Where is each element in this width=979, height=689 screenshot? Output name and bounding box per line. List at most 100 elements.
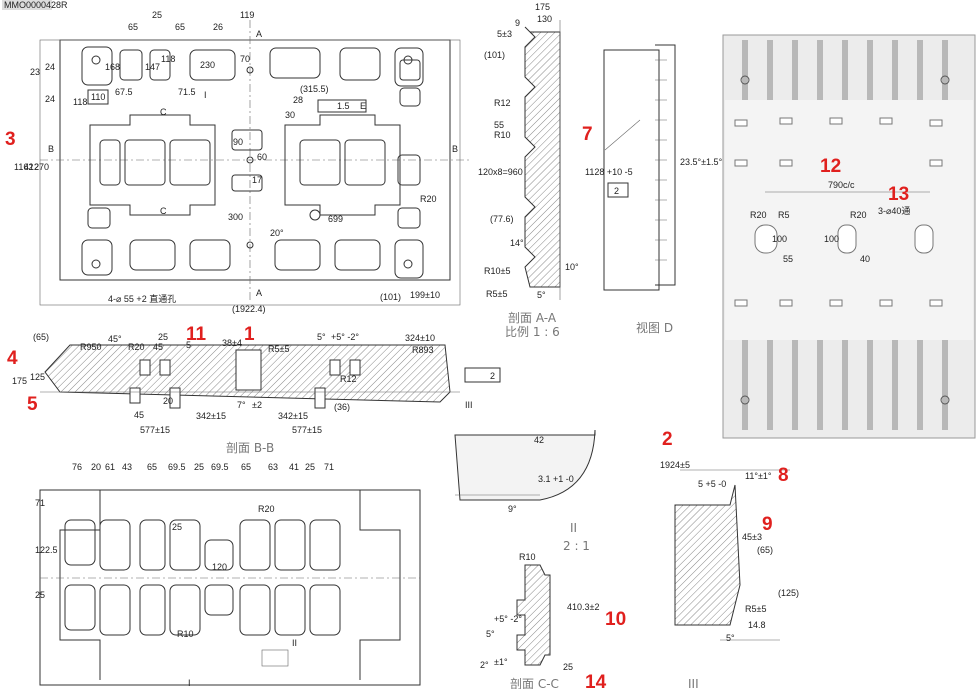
dim-label: 26: [213, 22, 223, 32]
dim-label: 300: [228, 212, 243, 222]
dim-label: 63: [268, 462, 278, 472]
dim-label: 5°: [317, 332, 326, 342]
dim-label: R5±5: [745, 604, 766, 614]
dim-label: R10: [494, 130, 511, 140]
dim-label: 2: [614, 186, 619, 196]
dim-label: R12: [494, 98, 511, 108]
dim-label: I: [204, 90, 207, 100]
dim-label: 2: [490, 371, 495, 381]
dim-label: 25: [563, 662, 573, 672]
dim-label: 3.1 +1 -0: [538, 474, 574, 484]
right-photo-panel: 790c/c R20 R5 100 R20 100 55 40 3-⌀40通: [722, 34, 976, 439]
marker-8: 8: [778, 465, 789, 486]
dim-label: 70: [240, 54, 250, 64]
dim-label: 100: [824, 234, 839, 244]
dim-label: 168: [105, 62, 120, 72]
dim-label: R5±5: [486, 289, 507, 299]
file-code: MMO0000428R: [4, 0, 68, 10]
dim-label: 69.5: [211, 462, 229, 472]
dim-label: C: [160, 107, 167, 117]
dim-label: R950: [80, 342, 102, 352]
dim-label: II: [570, 521, 577, 535]
dim-label: 7°: [237, 400, 246, 410]
dim-label: 4-⌀ 55 +2 直通孔: [108, 293, 176, 304]
dim-label: A: [256, 288, 262, 298]
dim-label: 324±10: [405, 333, 435, 343]
dim-label: 25: [152, 10, 162, 20]
view-d-caption: 视图 D: [636, 320, 673, 335]
dim-label: 43: [122, 462, 132, 472]
dim-label: 71: [35, 498, 45, 508]
dim-label: 199±10: [410, 290, 440, 300]
dim-label: R20: [750, 210, 767, 220]
dim-label: 17: [252, 175, 262, 185]
file-code-label: [2, 0, 52, 10]
dim-label: 25: [305, 462, 315, 472]
dim-label: R20: [420, 194, 437, 204]
dim-label: 25: [172, 522, 182, 532]
marker-7: 7: [582, 124, 593, 145]
dim-label: 69.5: [168, 462, 186, 472]
dim-label: 23.5°±1.5°: [680, 157, 723, 167]
dim-label: 5°: [726, 633, 735, 643]
dim-label: 14.8: [748, 620, 766, 630]
dim-label: III: [688, 677, 699, 689]
marker-14: 14: [585, 672, 607, 689]
dim-label: 61: [105, 462, 115, 472]
dim-label: 9: [515, 18, 520, 28]
dim-label: 2 : 1: [563, 539, 590, 553]
section-aa-caption: 剖面 A-A: [508, 311, 557, 325]
dim-label: R12: [340, 374, 357, 384]
dim-label: 130: [537, 14, 552, 24]
dim-label: 38±4: [222, 338, 242, 348]
marker-13: 13: [888, 184, 909, 205]
dim-label: 42: [534, 435, 544, 445]
dim-label: 118: [73, 97, 87, 107]
dim-label: 20: [163, 396, 173, 406]
dim-label: 65: [128, 22, 138, 32]
dim-label: 45: [134, 410, 144, 420]
dim-label: R20: [258, 504, 275, 514]
dim-label: 11°±1°: [745, 471, 772, 481]
dim-label: 24: [45, 94, 55, 104]
dim-label: 55: [494, 120, 504, 130]
section-cc-caption: 剖面 C-C: [510, 677, 559, 689]
dim-label: 55: [783, 254, 793, 264]
dim-label: C: [160, 206, 167, 216]
dim-label: 24: [45, 62, 55, 72]
dim-label: 3-⌀40通: [878, 206, 910, 216]
marker-12: 12: [820, 156, 841, 177]
dim-label: (315.5): [300, 84, 329, 94]
dim-label: III: [465, 400, 473, 410]
dim-label: (101): [380, 292, 401, 302]
dim-label: 175: [12, 376, 27, 386]
dim-label: (101): [484, 50, 505, 60]
dim-label: 122.5: [35, 545, 58, 555]
dim-label: 10°: [565, 262, 579, 272]
dim-label: 100: [772, 234, 787, 244]
dim-label: R10: [519, 552, 536, 562]
marker-5: 5: [27, 394, 38, 415]
dim-label: 230: [200, 60, 215, 70]
dim-label: 65: [147, 462, 157, 472]
dim-label: 1128 +10 -5: [585, 167, 633, 177]
dim-label: 2°: [480, 660, 489, 670]
dim-label: 25: [35, 590, 45, 600]
dim-label: (125): [778, 588, 799, 598]
dim-label: 40: [860, 254, 870, 264]
dim-label: 147: [145, 62, 160, 72]
dim-label: 30: [285, 110, 295, 120]
marker-9: 9: [762, 514, 773, 535]
dim-label: 5°: [537, 290, 546, 300]
marker-10: 10: [605, 609, 626, 630]
dim-label: 410.3±2: [567, 602, 599, 612]
section-bb-caption: 剖面 B-B: [226, 441, 274, 455]
dim-label: B: [452, 144, 458, 154]
dim-label: R10±5: [484, 266, 510, 276]
marker-2: 2: [662, 429, 673, 450]
dim-label: 120x8=960: [478, 167, 523, 177]
dim-label: (77.6): [490, 214, 514, 224]
dim-label: 20: [91, 462, 101, 472]
dim-label: 28: [293, 95, 303, 105]
